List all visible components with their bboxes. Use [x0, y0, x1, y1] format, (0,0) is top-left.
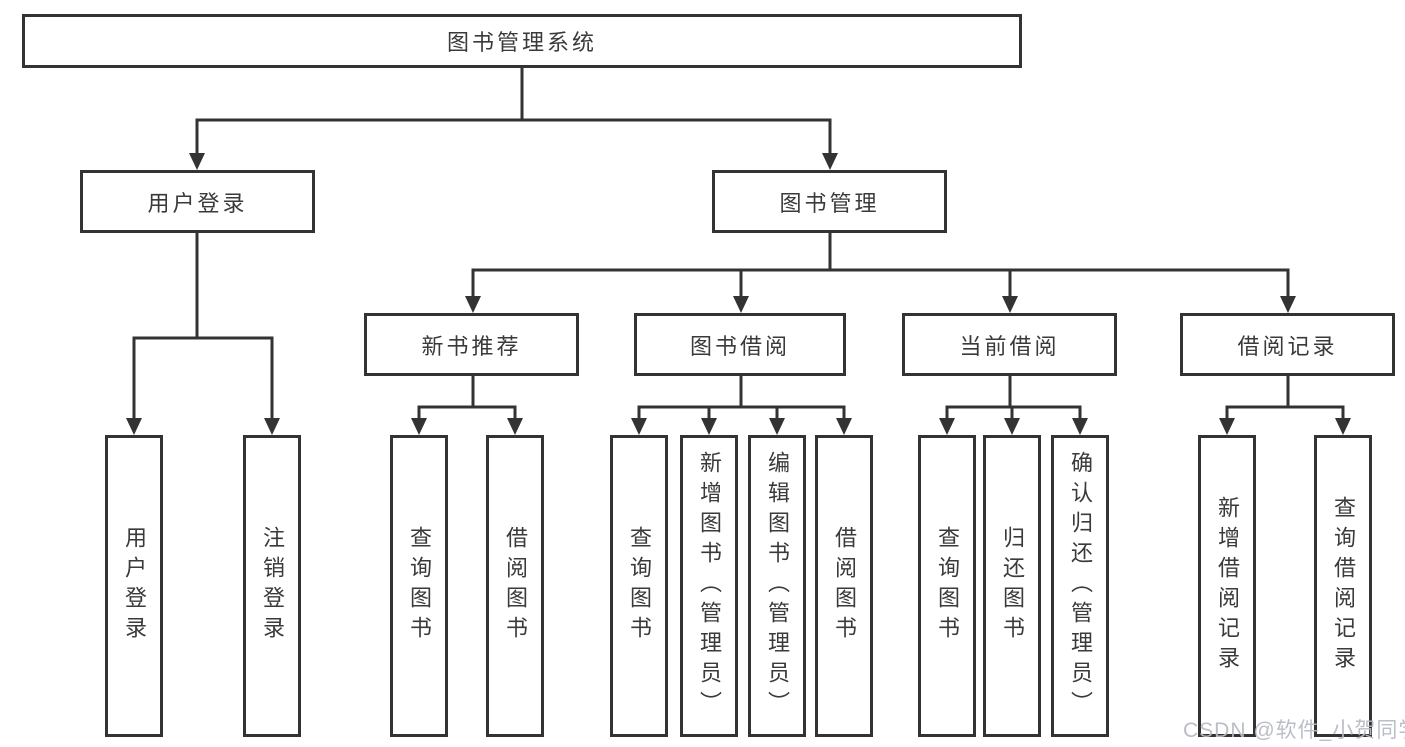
node-borrow-record-label: 借阅记录 [1237, 333, 1338, 359]
leaf-label: 注销登录 [260, 526, 285, 646]
leaf-label: 借阅图书 [832, 526, 857, 646]
leaf-borrow-books-recommend: 借阅图书 [486, 435, 544, 737]
leaf-edit-books-admin: 编辑图书（管理员） [748, 435, 806, 737]
leaf-label: 查询借阅记录 [1331, 496, 1356, 676]
leaf-label: 新增借阅记录 [1215, 496, 1240, 676]
leaf-label: 编辑图书（管理员） [765, 451, 790, 721]
node-root-label: 图书管理系统 [446, 30, 597, 55]
leaf-label: 借阅图书 [503, 526, 528, 646]
node-new-book-recommend: 新书推荐 [364, 313, 579, 376]
leaf-borrow-books: 借阅图书 [815, 435, 873, 737]
node-current-borrow: 当前借阅 [902, 313, 1117, 376]
node-book-management-label: 图书管理 [779, 190, 880, 216]
leaf-label: 归还图书 [1000, 526, 1025, 646]
node-book-borrow: 图书借阅 [634, 313, 846, 376]
node-book-borrow-label: 图书借阅 [689, 333, 790, 359]
leaf-label: 新增图书（管理员） [697, 451, 722, 721]
leaf-confirm-return-admin: 确认归还（管理员） [1051, 435, 1109, 737]
leaf-query-books-recommend: 查询图书 [390, 435, 448, 737]
node-root: 图书管理系统 [22, 14, 1022, 68]
node-borrow-record: 借阅记录 [1180, 313, 1395, 376]
leaf-return-books: 归还图书 [983, 435, 1041, 737]
leaf-label: 用户登录 [122, 526, 147, 646]
leaf-label: 查询图书 [407, 526, 432, 646]
leaf-user-login: 用户登录 [105, 435, 163, 737]
node-current-borrow-label: 当前借阅 [959, 333, 1060, 359]
leaf-logout: 注销登录 [243, 435, 301, 737]
node-user-login-label: 用户登录 [147, 190, 248, 216]
leaf-query-books-borrow: 查询图书 [610, 435, 668, 737]
leaf-query-books-current: 查询图书 [918, 435, 976, 737]
node-user-login: 用户登录 [80, 170, 315, 233]
leaf-label: 确认归还（管理员） [1068, 451, 1093, 721]
leaf-add-books-admin: 新增图书（管理员） [680, 435, 738, 737]
leaf-label: 查询图书 [627, 526, 652, 646]
leaf-query-borrow-record: 查询借阅记录 [1314, 435, 1372, 737]
arrowheads [126, 153, 1351, 435]
connector-paths [132, 68, 1345, 421]
leaf-label: 查询图书 [935, 526, 960, 646]
csdn-watermark: CSDN @软件_小贺同学 [1183, 719, 1405, 742]
node-new-book-recommend-label: 新书推荐 [421, 333, 522, 359]
leaf-add-borrow-record: 新增借阅记录 [1198, 435, 1256, 737]
node-book-management: 图书管理 [712, 170, 947, 233]
